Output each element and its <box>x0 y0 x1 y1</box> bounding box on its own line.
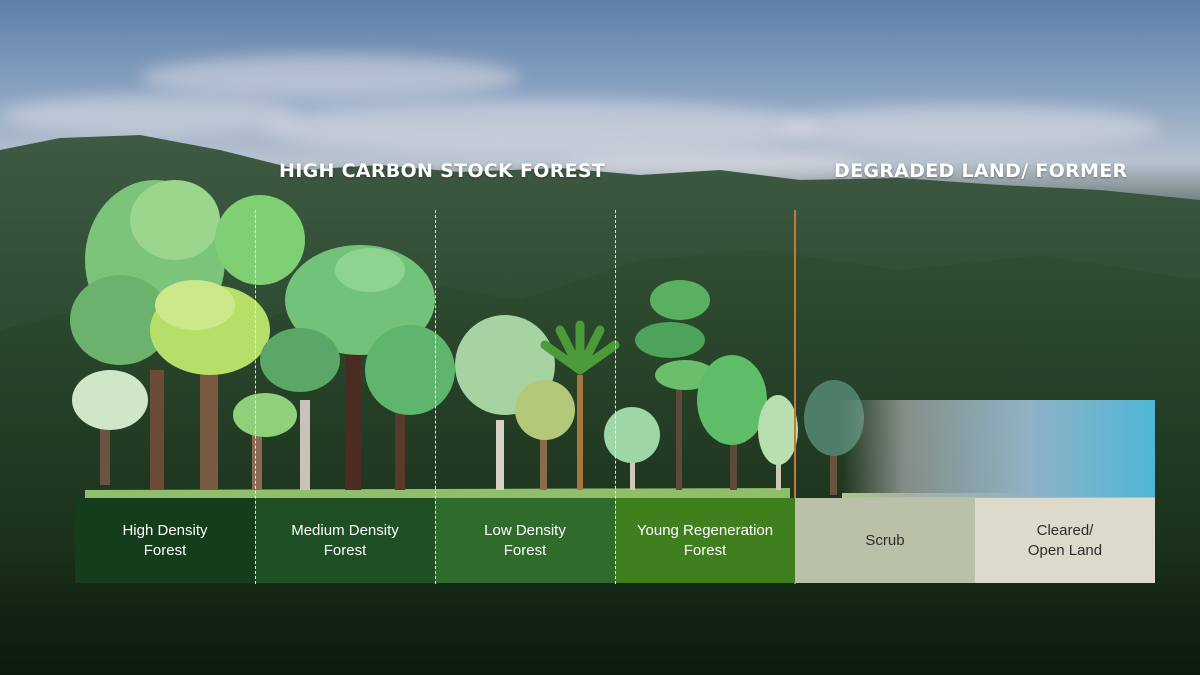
degraded-heading: DEGRADED LAND/ FORMER <box>834 160 1128 182</box>
category-label: Medium Density Forest <box>291 521 399 559</box>
tree-icon <box>515 380 575 490</box>
zone-divider <box>615 210 616 584</box>
cloud <box>140 55 520 100</box>
tree-icon <box>635 280 715 490</box>
cloud <box>0 95 300 135</box>
cloud <box>780 105 1160 150</box>
tree-icon <box>365 325 455 490</box>
tree-icon <box>758 395 798 490</box>
palm-icon <box>540 320 620 490</box>
category-label: Scrub <box>865 531 905 549</box>
category-label: Cleared/ Open Land <box>1027 521 1103 559</box>
category-cleared-land: Cleared/ Open Land <box>975 498 1155 583</box>
category-young-regeneration: Young Regeneration Forest <box>615 498 795 583</box>
category-low-density: Low Density Forest <box>435 498 615 583</box>
bare-land-gradient <box>842 400 1155 497</box>
category-label: Low Density Forest <box>484 521 566 559</box>
tree-icon <box>72 370 148 485</box>
forest-boundary-line <box>794 210 796 584</box>
category-high-density: High Density Forest <box>75 498 255 583</box>
category-label: Young Regeneration Forest <box>636 521 774 559</box>
tree-icon <box>215 195 305 490</box>
tree-icon <box>697 355 767 490</box>
forest-heading: HIGH CARBON STOCK FOREST <box>279 160 606 182</box>
category-label: High Density Forest <box>122 521 208 559</box>
tree-icon <box>260 328 340 490</box>
zone-divider <box>255 210 256 584</box>
cloud <box>260 100 820 155</box>
zone-divider <box>435 210 436 584</box>
category-scrub: Scrub <box>795 498 975 583</box>
tree-icon <box>150 280 270 490</box>
category-medium-density: Medium Density Forest <box>255 498 435 583</box>
tree-icon <box>604 407 660 490</box>
